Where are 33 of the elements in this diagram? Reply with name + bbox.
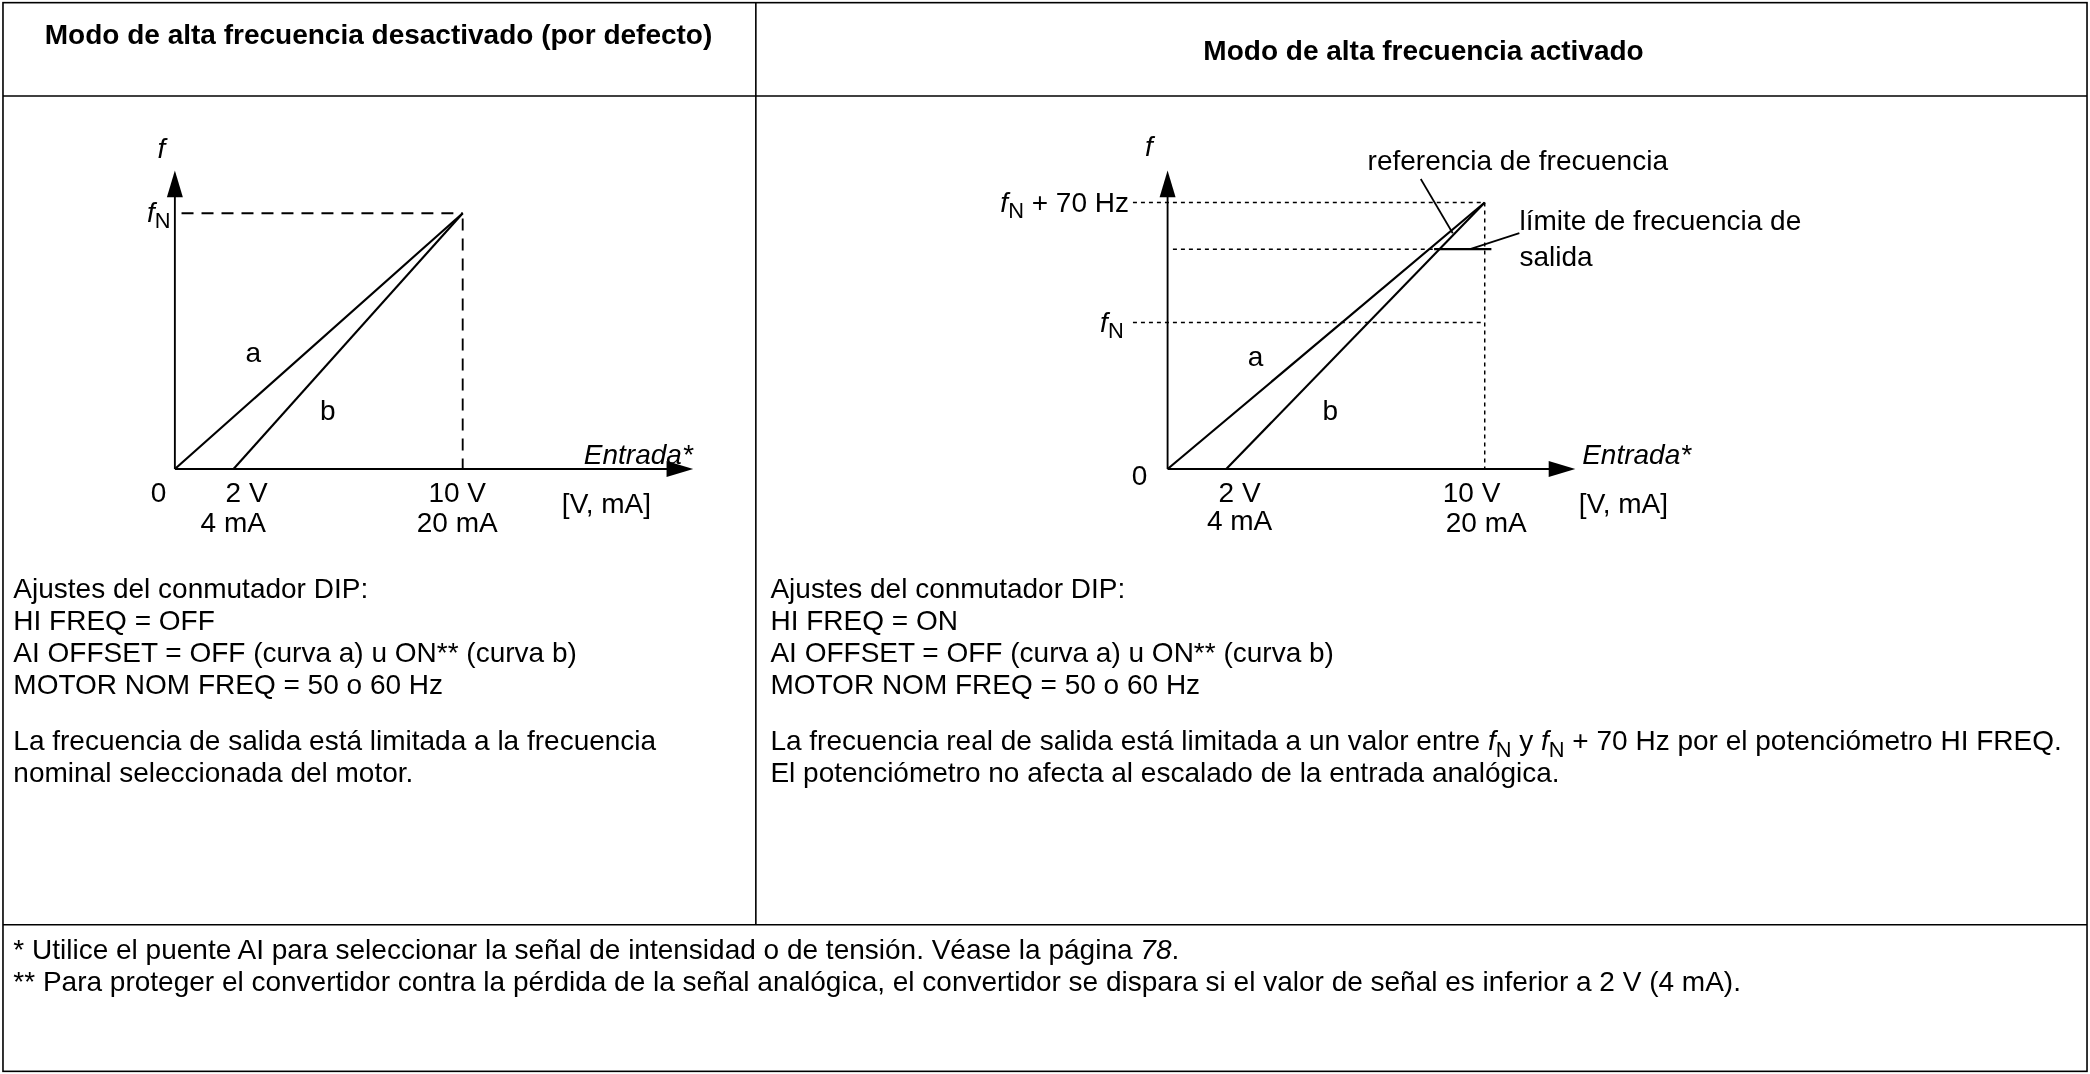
axis-label: Entrada* <box>583 438 693 471</box>
settings-text: MOTOR NOM FREQ = 50 o 60 Hz <box>770 669 1202 701</box>
axis-unit-label: [V, mA] <box>1578 487 1669 520</box>
leader-line <box>1469 232 1521 251</box>
curve-label: a <box>245 337 262 370</box>
tick-label: f$_{N}$ <box>1100 306 1124 339</box>
curve-label: b <box>320 394 336 427</box>
curve-label: b <box>1322 394 1338 427</box>
settings-text: AI OFFSET = OFF (curva a) u ON** (curva b) <box>13 637 578 670</box>
footnote-text: ** Para proteger el convertidor contra la pérdida de la señal analógica, el convertidor se dispara si el valor de señal es inferior a 2 V (4 mA). <box>13 966 1742 999</box>
leader-line <box>1419 178 1454 235</box>
axis-unit-label: [V, mA] <box>561 487 652 520</box>
axis-label: Entrada* <box>1582 438 1692 471</box>
tick-label: f$_{N}$ + 70 Hz <box>1000 186 1129 219</box>
tick-label: f$_{N}$ <box>147 197 171 230</box>
column-heading: Modo de alta frecuencia desactivado (por defecto) <box>43 18 714 51</box>
settings-text: Ajustes del conmutador DIP: <box>770 573 1127 606</box>
settings-text: HI FREQ = OFF <box>13 605 216 638</box>
tick-label: 0 <box>1131 459 1148 492</box>
column-heading: Modo de alta frecuencia activado <box>1202 34 1645 67</box>
description-text: La frecuencia de salida está limitada a la frecuencia nominal seleccionada del motor. <box>13 725 658 789</box>
callout-text: límite de frecuencia de salida <box>1519 202 1827 276</box>
settings-text: Ajustes del conmutador DIP: <box>13 573 370 606</box>
curve-label: a <box>1247 341 1264 374</box>
axis-label: f <box>157 133 166 166</box>
settings-text: MOTOR NOM FREQ = 50 o 60 Hz <box>13 669 445 701</box>
description-text: La frecuencia real de salida está limitada a un valor entre f$_{N}$ y f$_{N}$ + 70 Hz por el potenciómetro HI FREQ. El potenciómetro no afecta al escalado de la entrada analógica. <box>770 725 2063 789</box>
settings-text: AI OFFSET = OFF (curva a) u ON** (curva b) <box>770 637 1335 670</box>
axis-label: f <box>1145 130 1153 163</box>
tick-label: 0 <box>150 477 167 510</box>
footnote-text: * Utilice el puente AI para seleccionar la señal de intensidad o de tensión. Véase la página 78. <box>13 934 1181 967</box>
callout-text: referencia de frecuencia <box>1367 142 1768 179</box>
settings-text: HI FREQ = ON <box>770 605 959 638</box>
